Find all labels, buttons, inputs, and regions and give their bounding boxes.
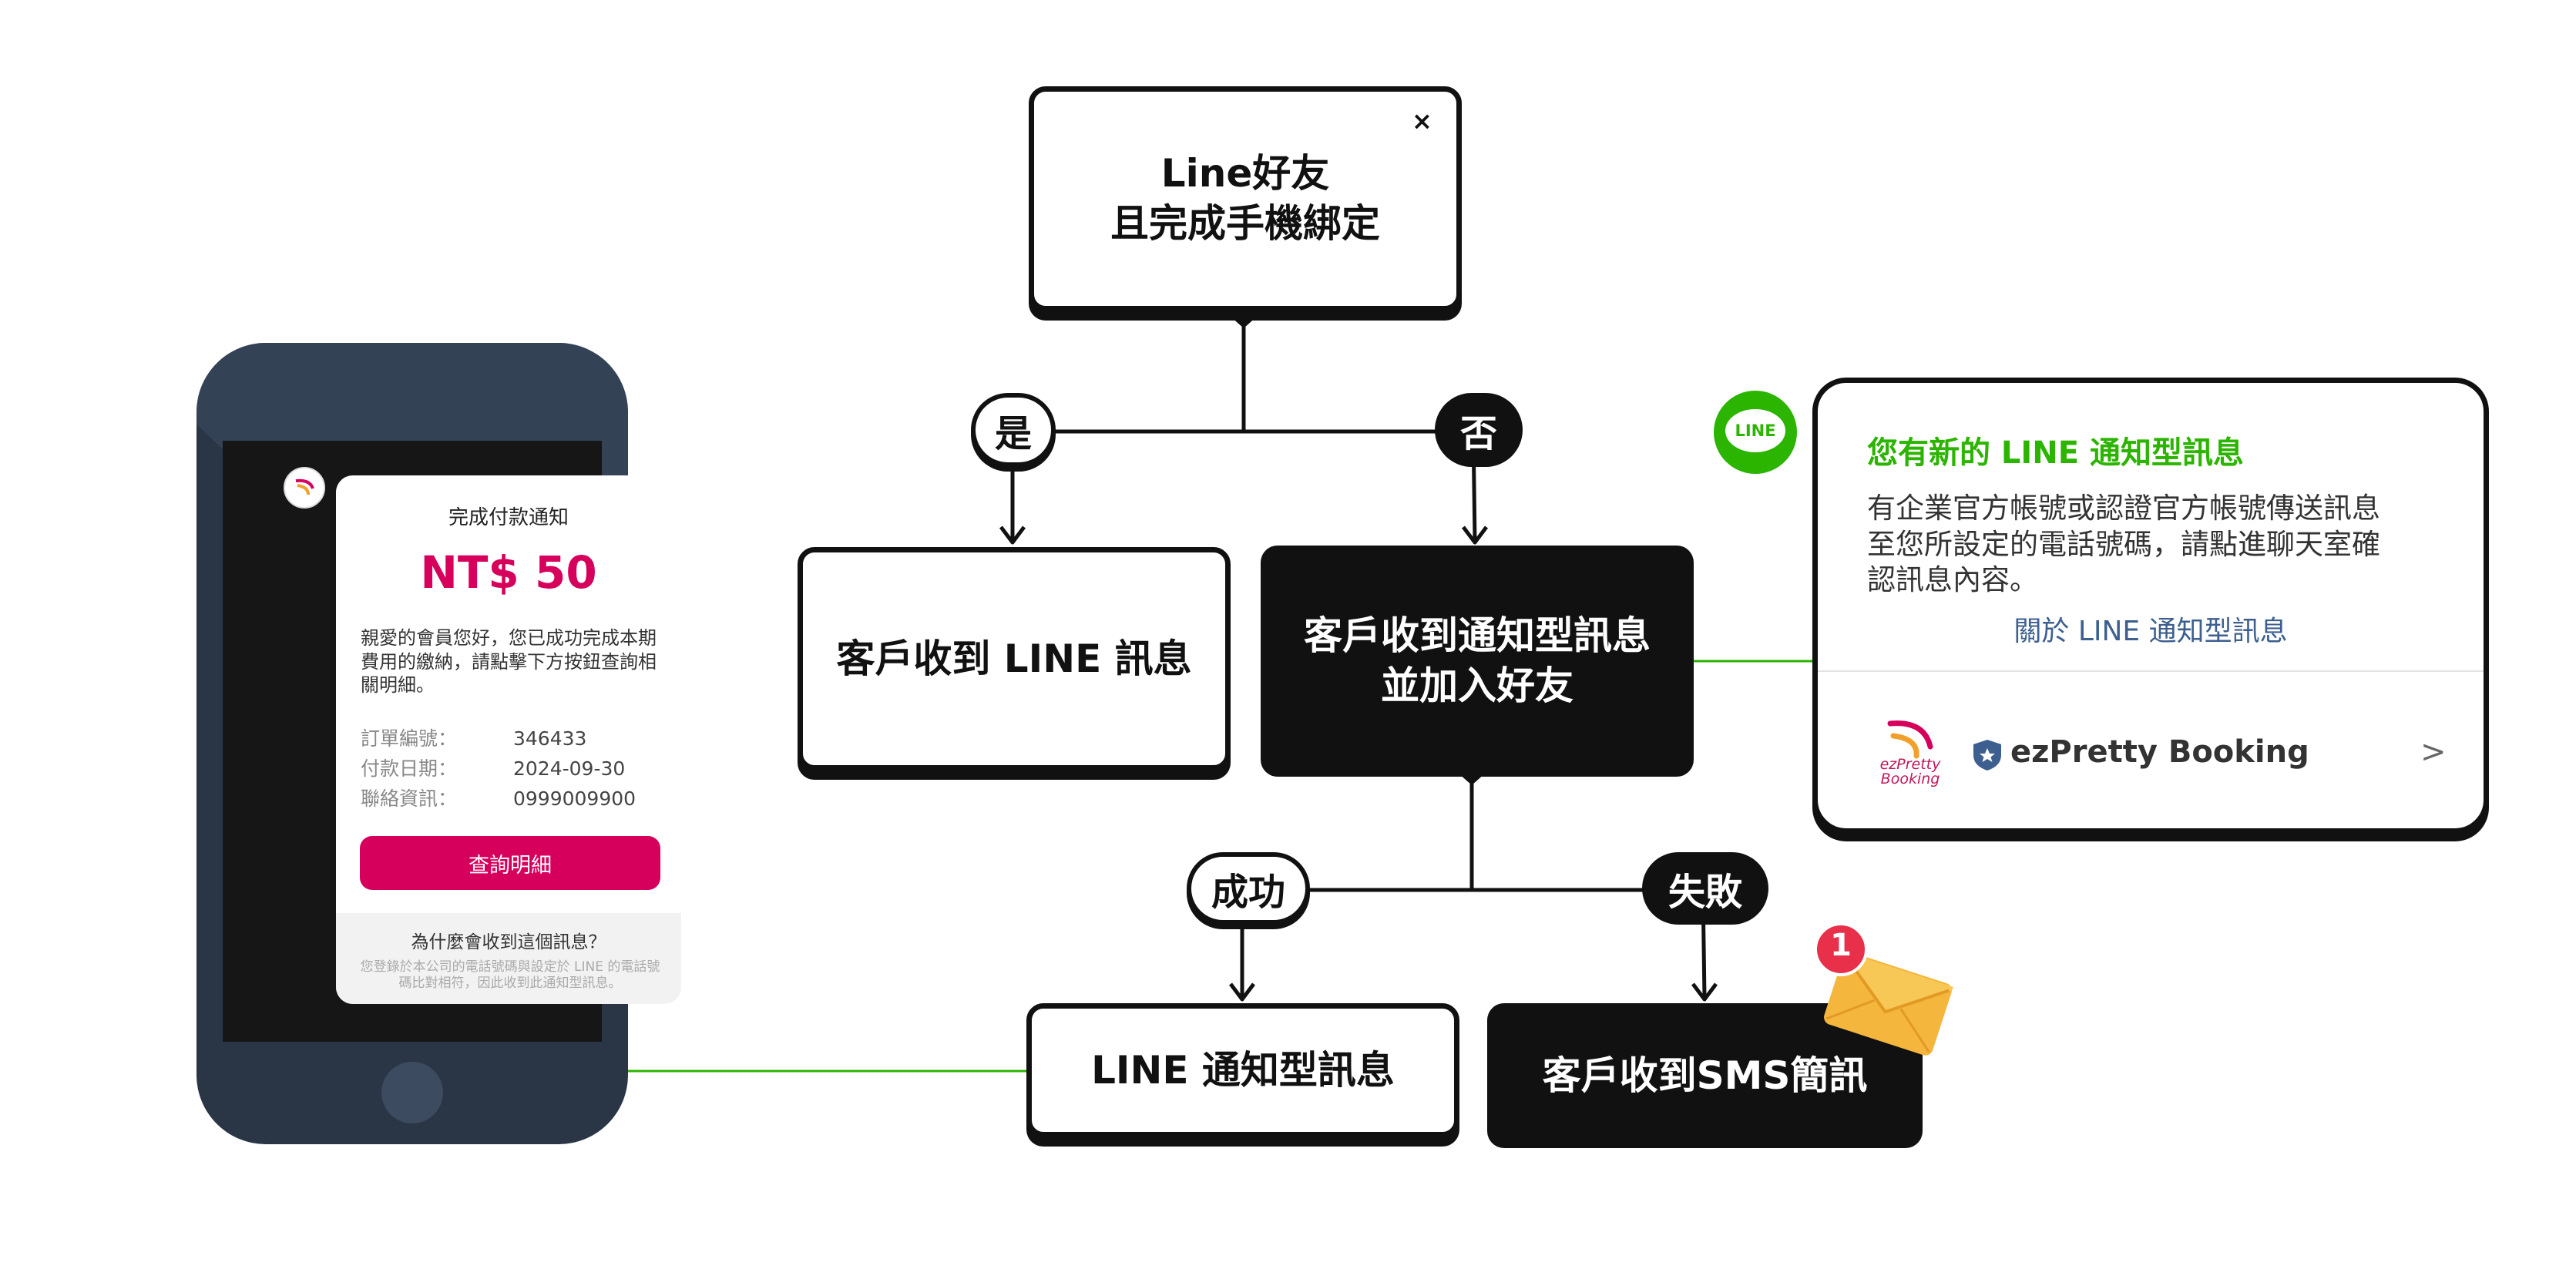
- popup-title: 您有新的 LINE 通知型訊息: [1867, 435, 2245, 471]
- ezpretty-logo-icon: [1873, 716, 1947, 790]
- verified-shield-icon: [1972, 738, 2003, 775]
- notification-message-box: 客戶收到通知型訊息 並加入好友: [1261, 546, 1694, 777]
- card-title: 完成付款通知: [448, 506, 569, 529]
- card-row-contact: 聯絡資訊： 0999009900: [361, 784, 636, 811]
- line-notification-popup[interactable]: 您有新的 LINE 通知型訊息 有企業官方帳號或認證官方帳號傳送訊息 至您所設定…: [1812, 378, 2489, 834]
- popup-body: 有企業官方帳號或認證官方帳號傳送訊息 至您所設定的電話號碼，請點進聊天室確 認訊…: [1867, 492, 2380, 597]
- brand-avatar-icon: [284, 467, 325, 509]
- card-row-order-value: 346433: [513, 727, 587, 750]
- line-logo-icon: LINE: [1714, 391, 1797, 474]
- envelope-badge: 1: [1830, 928, 1852, 963]
- line-message-label: 客戶收到 LINE 訊息: [836, 636, 1192, 681]
- card-footer-text: 您登錄於本公司的電話號碼與設定於 LINE 的電話號碼比對相符，因此收到此通知型…: [360, 959, 660, 992]
- card-row-date-label: 付款日期：: [361, 757, 458, 780]
- line-logo-bubble: [1725, 409, 1785, 452]
- brand-name: ezPretty Booking: [2010, 734, 2309, 770]
- popup-divider: [1818, 670, 2484, 672]
- card-footer: 為什麼會收到這個訊息？ 您登錄於本公司的電話號碼與設定於 LINE 的電話號碼比…: [336, 913, 681, 1004]
- start-box-label: Line好友 且完成手機綁定: [1110, 151, 1380, 246]
- card-amount: NT$ 50: [420, 546, 597, 599]
- card-row-date: 付款日期： 2024-09-30: [361, 754, 625, 781]
- line-notification-box: LINE 通知型訊息: [1026, 1003, 1459, 1137]
- card-row-contact-label: 聯絡資訊：: [361, 787, 458, 810]
- card-message: 親愛的會員您好，您已成功完成本期費用的繳納，請點擊下方按鈕查詢相關明細。: [361, 627, 657, 697]
- close-icon[interactable]: ×: [1412, 106, 1432, 136]
- card-footer-title: 為什麼會收到這個訊息？: [411, 932, 606, 952]
- line-notification-label: LINE 通知型訊息: [1091, 1047, 1395, 1093]
- card-row-order: 訂單編號： 346433: [361, 724, 586, 751]
- card-row-contact-value: 0999009900: [513, 787, 636, 810]
- chevron-right-icon[interactable]: >: [2420, 734, 2447, 770]
- yes-label: 是: [971, 393, 1056, 467]
- payment-notification-card: 完成付款通知 NT$ 50 親愛的會員您好，您已成功完成本期費用的繳納，請點擊下…: [336, 475, 681, 1004]
- no-label: 否: [1435, 393, 1523, 467]
- card-row-order-label: 訂單編號：: [361, 727, 458, 750]
- ezpretty-logo-text: ezPretty Booking: [1879, 756, 1941, 787]
- sms-label: 客戶收到SMS簡訊: [1542, 1053, 1868, 1098]
- query-details-button[interactable]: 查詢明細: [360, 836, 660, 890]
- start-box: Line好友 且完成手機綁定: [1029, 86, 1462, 311]
- line-message-box: 客戶收到 LINE 訊息: [798, 547, 1231, 771]
- line-logo-text: LINE: [1735, 421, 1776, 440]
- card-row-date-value: 2024-09-30: [513, 757, 626, 780]
- notification-message-label: 客戶收到通知型訊息 並加入好友: [1304, 613, 1651, 708]
- envelope-icon: [1807, 922, 1961, 1062]
- home-button[interactable]: [381, 1062, 443, 1123]
- popup-about-link[interactable]: 關於 LINE 通知型訊息: [2013, 616, 2288, 647]
- success-label: 成功: [1187, 852, 1310, 925]
- fail-label: 失敗: [1642, 852, 1768, 925]
